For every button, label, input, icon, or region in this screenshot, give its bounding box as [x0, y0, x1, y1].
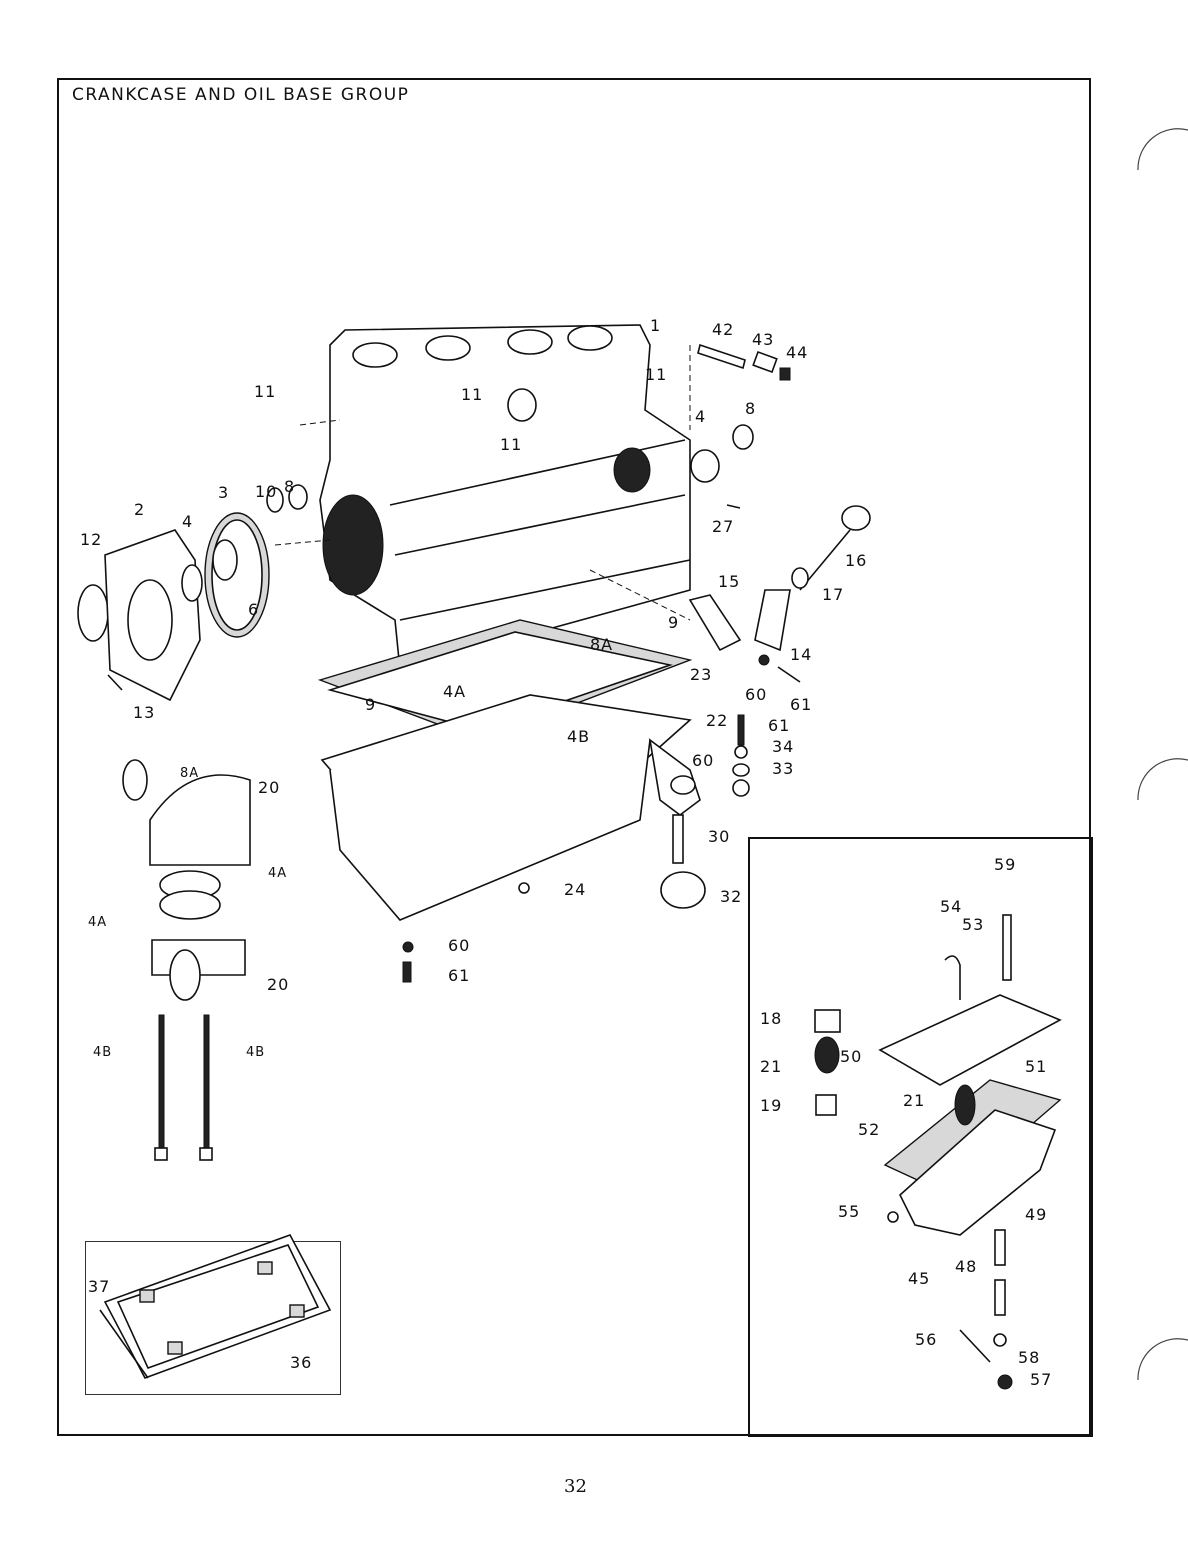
callout-label: 11 — [645, 365, 668, 384]
punch-hole-mark — [1137, 758, 1188, 801]
callout-label: 30 — [708, 827, 731, 846]
callout-label: 11 — [461, 385, 484, 404]
callout-label: 50 — [840, 1047, 863, 1066]
callout-label: 32 — [720, 887, 743, 906]
callout-label: 8A — [180, 766, 200, 781]
callout-label: 2 — [134, 500, 146, 519]
callout-label: 20 — [267, 975, 290, 994]
base-plate-drawing — [99, 1234, 332, 1379]
callout-label: 21 — [760, 1057, 783, 1076]
callout-label: 9 — [668, 613, 680, 632]
callout-label: 22 — [706, 711, 729, 730]
punch-hole-mark — [1137, 1338, 1188, 1381]
callout-label: 56 — [915, 1330, 938, 1349]
callout-label: 61 — [768, 716, 791, 735]
callout-label: 55 — [838, 1202, 861, 1221]
callout-label: 1 — [650, 316, 662, 335]
callout-label: 23 — [690, 665, 713, 684]
callout-label: 11 — [500, 435, 523, 454]
callout-label: 34 — [772, 737, 795, 756]
callout-label: 59 — [994, 855, 1017, 874]
main-bearing-group — [122, 759, 530, 1161]
callout-label: 60 — [448, 936, 471, 955]
callout-label: 10 — [255, 482, 278, 501]
callout-label: 27 — [712, 517, 735, 536]
callout-label: 6 — [248, 600, 260, 619]
crankcase-block — [274, 324, 691, 672]
diagram-frame — [57, 78, 1091, 1436]
callout-label: 4 — [695, 407, 707, 426]
callout-label: 52 — [858, 1120, 881, 1139]
callout-label: 8 — [745, 399, 757, 418]
callout-label: 4A — [268, 866, 288, 881]
callout-label: 4B — [567, 727, 591, 746]
page-number: 32 — [564, 1476, 587, 1497]
callout-label: 15 — [718, 572, 741, 591]
callout-label: 61 — [448, 966, 471, 985]
callout-label: 3 — [218, 483, 230, 502]
callout-label: 4B — [246, 1045, 266, 1060]
oil-base — [317, 619, 706, 921]
callout-label: 9 — [365, 695, 377, 714]
callout-label: 4A — [88, 915, 108, 930]
callout-label: 49 — [1025, 1205, 1048, 1224]
callout-label: 48 — [955, 1257, 978, 1276]
callout-label: 24 — [564, 880, 587, 899]
oil-filter-inset — [748, 837, 1093, 1437]
callout-label: 45 — [908, 1269, 931, 1288]
callout-label: 37 — [88, 1277, 111, 1296]
callout-label: 8A — [590, 635, 614, 654]
callout-label: 8 — [284, 477, 296, 496]
callout-label: 21 — [903, 1091, 926, 1110]
callout-label: 4 — [182, 512, 194, 531]
callout-label: 4B — [93, 1045, 113, 1060]
callout-label: 33 — [772, 759, 795, 778]
right-side-parts — [688, 343, 871, 797]
callout-label: 61 — [790, 695, 813, 714]
callout-label: 17 — [822, 585, 845, 604]
callout-label: 4A — [443, 682, 467, 701]
callout-label: 44 — [786, 343, 809, 362]
callout-label: 18 — [760, 1009, 783, 1028]
diagram-title: CRANKCASE AND OIL BASE GROUP — [72, 85, 410, 105]
callout-label: 16 — [845, 551, 868, 570]
callout-label: 57 — [1030, 1370, 1053, 1389]
front-cover-parts — [77, 484, 308, 702]
base-plate-inset — [85, 1241, 341, 1395]
punch-hole-mark — [1137, 128, 1188, 171]
callout-label: 36 — [290, 1353, 313, 1372]
callout-label: 43 — [752, 330, 775, 349]
callout-label: 42 — [712, 320, 735, 339]
callout-label: 53 — [962, 915, 985, 934]
oil-filter-drawing — [814, 914, 1062, 1390]
callout-label: 51 — [1025, 1057, 1048, 1076]
callout-label: 12 — [80, 530, 103, 549]
callout-label: 58 — [1018, 1348, 1041, 1367]
callout-label: 54 — [940, 897, 963, 916]
callout-label: 11 — [254, 382, 277, 401]
callout-label: 19 — [760, 1096, 783, 1115]
callout-label: 60 — [745, 685, 768, 704]
callout-label: 14 — [790, 645, 813, 664]
callout-label: 60 — [692, 751, 715, 770]
callout-label: 20 — [258, 778, 281, 797]
callout-label: 13 — [133, 703, 156, 722]
